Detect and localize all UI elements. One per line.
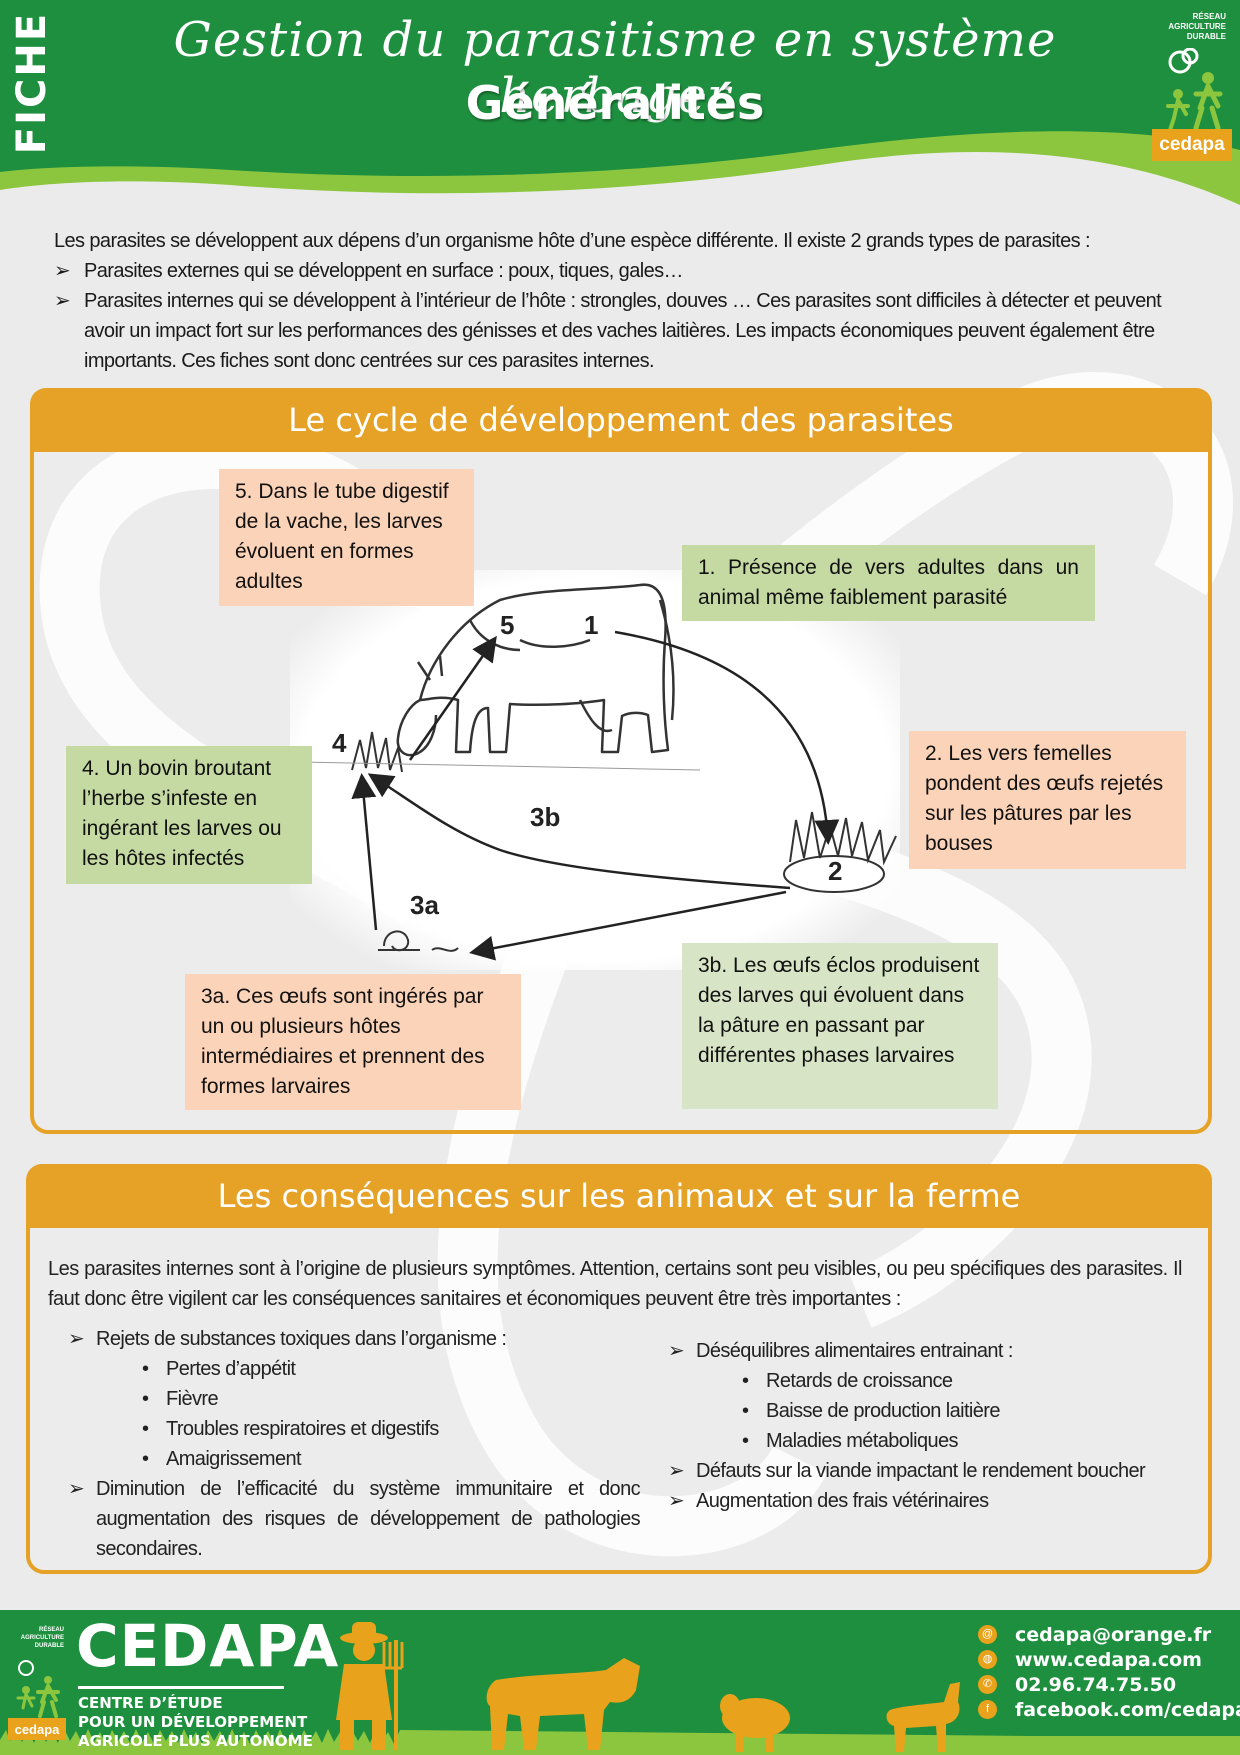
arrow-bullet-icon: ➢ — [68, 1478, 85, 1500]
page-title: Gestion du parasitisme en système herbag… — [173, 12, 1057, 124]
list-item: ➢ Diminution de l’efficacité du système … — [68, 1474, 641, 1564]
cycle-step-3a-box: 3a. Ces œufs sont ingérés par un ou plus… — [185, 974, 521, 1110]
consequences-left-column: ➢ Rejets de substances toxiques dans l’o… — [68, 1324, 641, 1564]
consequences-heading: Les conséquences sur les animaux et sur … — [26, 1164, 1212, 1228]
logo-network-text: RÉSEAU AGRICULTURE DURABLE — [1168, 12, 1226, 41]
contact-web-row: ◍ www.cedapa.com — [978, 1647, 1240, 1672]
logo-brand: cedapa — [1152, 129, 1232, 161]
list-item: ➢ Défauts sur la viande impactant le ren… — [668, 1456, 1188, 1486]
contact-website-link[interactable]: www.cedapa.com — [1015, 1648, 1202, 1671]
facebook-icon: f — [978, 1700, 997, 1719]
bullet-dot-icon: • — [742, 1430, 749, 1452]
goat-silhouette-icon — [886, 1682, 960, 1752]
fiche-tag: FICHE — [9, 11, 55, 155]
cycle-step-4-box: 4. Un bovin broutant l’herbe s’infeste e… — [66, 746, 312, 884]
list-item: •Troubles respiratoires et digestifs — [68, 1414, 640, 1444]
consequences-intro: Les parasites internes sont à l’origine … — [48, 1258, 1183, 1310]
cedapa-logo: RÉSEAU AGRICULTURE DURABLE cedapa — [1150, 8, 1234, 163]
bullet-dot-icon: • — [142, 1448, 149, 1470]
list-item: ➢ Parasites externes qui se développent … — [54, 256, 1166, 286]
email-icon: @ — [978, 1625, 997, 1644]
list-item: •Pertes d’appétit — [68, 1354, 640, 1384]
logo-brand: cedapa — [8, 1718, 66, 1740]
intro-paragraph: Les parasites se développent aux dépens … — [54, 230, 1091, 252]
cycle-step-3b-box: 3b. Les œufs éclos produisent des larves… — [682, 943, 998, 1109]
contact-facebook-link[interactable]: facebook.com/cedapa — [1015, 1698, 1240, 1721]
bullet-dot-icon: • — [142, 1358, 149, 1380]
arrow-bullet-icon: ➢ — [68, 1328, 85, 1350]
footer-contacts: @ cedapa@orange.fr ◍ www.cedapa.com ✆ 02… — [978, 1622, 1240, 1722]
sheep-silhouette-icon — [720, 1694, 790, 1752]
page-subtitle: Généralités — [465, 76, 765, 130]
list-item: •Retards de croissance — [668, 1366, 1188, 1396]
list-item: ➢ Rejets de substances toxiques dans l’o… — [68, 1324, 640, 1354]
bullet-dot-icon: • — [742, 1370, 749, 1392]
consequences-panel: Les conséquences sur les animaux et sur … — [26, 1164, 1212, 1574]
contact-email-row: @ cedapa@orange.fr — [978, 1622, 1240, 1647]
list-item: •Amaigrissement — [68, 1444, 640, 1474]
contact-phone[interactable]: 02.96.74.75.50 — [1015, 1673, 1177, 1696]
list-item: ➢ Augmentation des frais vétérinaires — [668, 1486, 1188, 1516]
logo-people-icon — [16, 1660, 60, 1718]
consequences-right-column: ➢ Déséquilibres alimentaires entrainant … — [668, 1336, 1188, 1516]
cycle-heading: Le cycle de développement des parasites — [30, 388, 1212, 452]
page-footer: RÉSEAU AGRICULTURE DURABLE cedapa CEDAPA… — [0, 1610, 1240, 1755]
cow-silhouette-icon — [486, 1658, 640, 1750]
bullet-dot-icon: • — [742, 1400, 749, 1422]
list-item: ➢ Déséquilibres alimentaires entrainant … — [668, 1336, 1188, 1366]
footer-cedapa-logo: RÉSEAU AGRICULTURE DURABLE cedapa — [6, 1622, 68, 1742]
footer-brand-name: CEDAPA — [76, 1612, 340, 1680]
header-banner — [0, 0, 1240, 205]
arrow-bullet-icon: ➢ — [668, 1340, 685, 1362]
globe-icon: ◍ — [978, 1650, 997, 1669]
cycle-step-2-box: 2. Les vers femelles pondent des œufs re… — [909, 731, 1186, 869]
arrow-bullet-icon: ➢ — [54, 290, 71, 312]
footer-tagline: CENTRE D’ÉTUDE POUR UN DÉVELOPPEMENT AGR… — [78, 1694, 313, 1750]
footer-divider — [78, 1686, 284, 1689]
footer-farm-silhouettes — [0, 1622, 1240, 1755]
bullet-dot-icon: • — [142, 1418, 149, 1440]
page-header: FICHE Gestion du parasitisme en système … — [0, 0, 1240, 210]
contact-phone-row: ✆ 02.96.74.75.50 — [978, 1672, 1240, 1697]
cycle-step-5-box: 5. Dans le tube digestif de la vache, le… — [219, 469, 474, 606]
contact-email-link[interactable]: cedapa@orange.fr — [1015, 1623, 1212, 1646]
farmer-silhouette-icon — [336, 1622, 404, 1750]
logo-people-icon — [1166, 48, 1223, 132]
arrow-bullet-icon: ➢ — [668, 1460, 685, 1482]
phone-icon: ✆ — [978, 1675, 997, 1694]
list-item: ➢ Parasites internes qui se développent … — [54, 286, 1166, 376]
list-item: •Fièvre — [68, 1384, 640, 1414]
contact-facebook-row: f facebook.com/cedapa — [978, 1697, 1240, 1722]
bullet-dot-icon: • — [142, 1388, 149, 1410]
intro-bullet-list: ➢ Parasites externes qui se développent … — [54, 256, 1166, 376]
list-item: •Baisse de production laitière — [668, 1396, 1188, 1426]
cycle-step-1-box: 1. Présence de vers adultes dans un anim… — [682, 545, 1095, 621]
arrow-bullet-icon: ➢ — [668, 1490, 685, 1512]
arrow-bullet-icon: ➢ — [54, 260, 71, 282]
logo-network-text: RÉSEAU AGRICULTURE DURABLE — [20, 1627, 64, 1649]
list-item: •Maladies métaboliques — [668, 1426, 1188, 1456]
intro-section: Les parasites se développent aux dépens … — [54, 226, 1166, 376]
